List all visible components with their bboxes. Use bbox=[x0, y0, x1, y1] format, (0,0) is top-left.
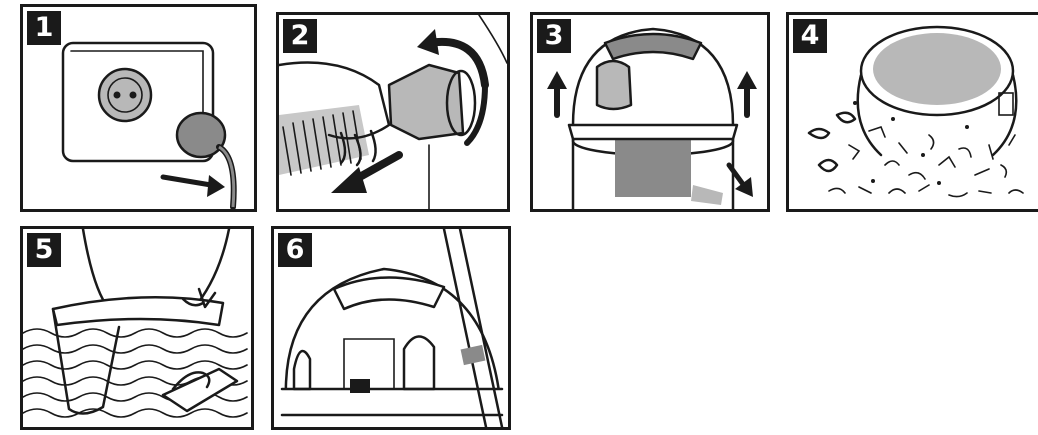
step-number-badge: 1 bbox=[27, 11, 61, 45]
step-number-badge: 5 bbox=[27, 233, 61, 267]
step-number-badge: 6 bbox=[278, 233, 312, 267]
step-5-panel: 5 bbox=[20, 226, 254, 430]
step-1-panel: 1 bbox=[20, 4, 257, 212]
step-6-panel: 6 bbox=[271, 226, 511, 430]
step-number-badge: 2 bbox=[283, 19, 317, 53]
step-2-panel: 2 bbox=[276, 12, 510, 212]
step-3-panel: 3 bbox=[530, 12, 770, 212]
step-number-badge: 3 bbox=[537, 19, 571, 53]
step-4-panel: 4 bbox=[786, 12, 1038, 212]
step-number-badge: 4 bbox=[793, 19, 827, 53]
